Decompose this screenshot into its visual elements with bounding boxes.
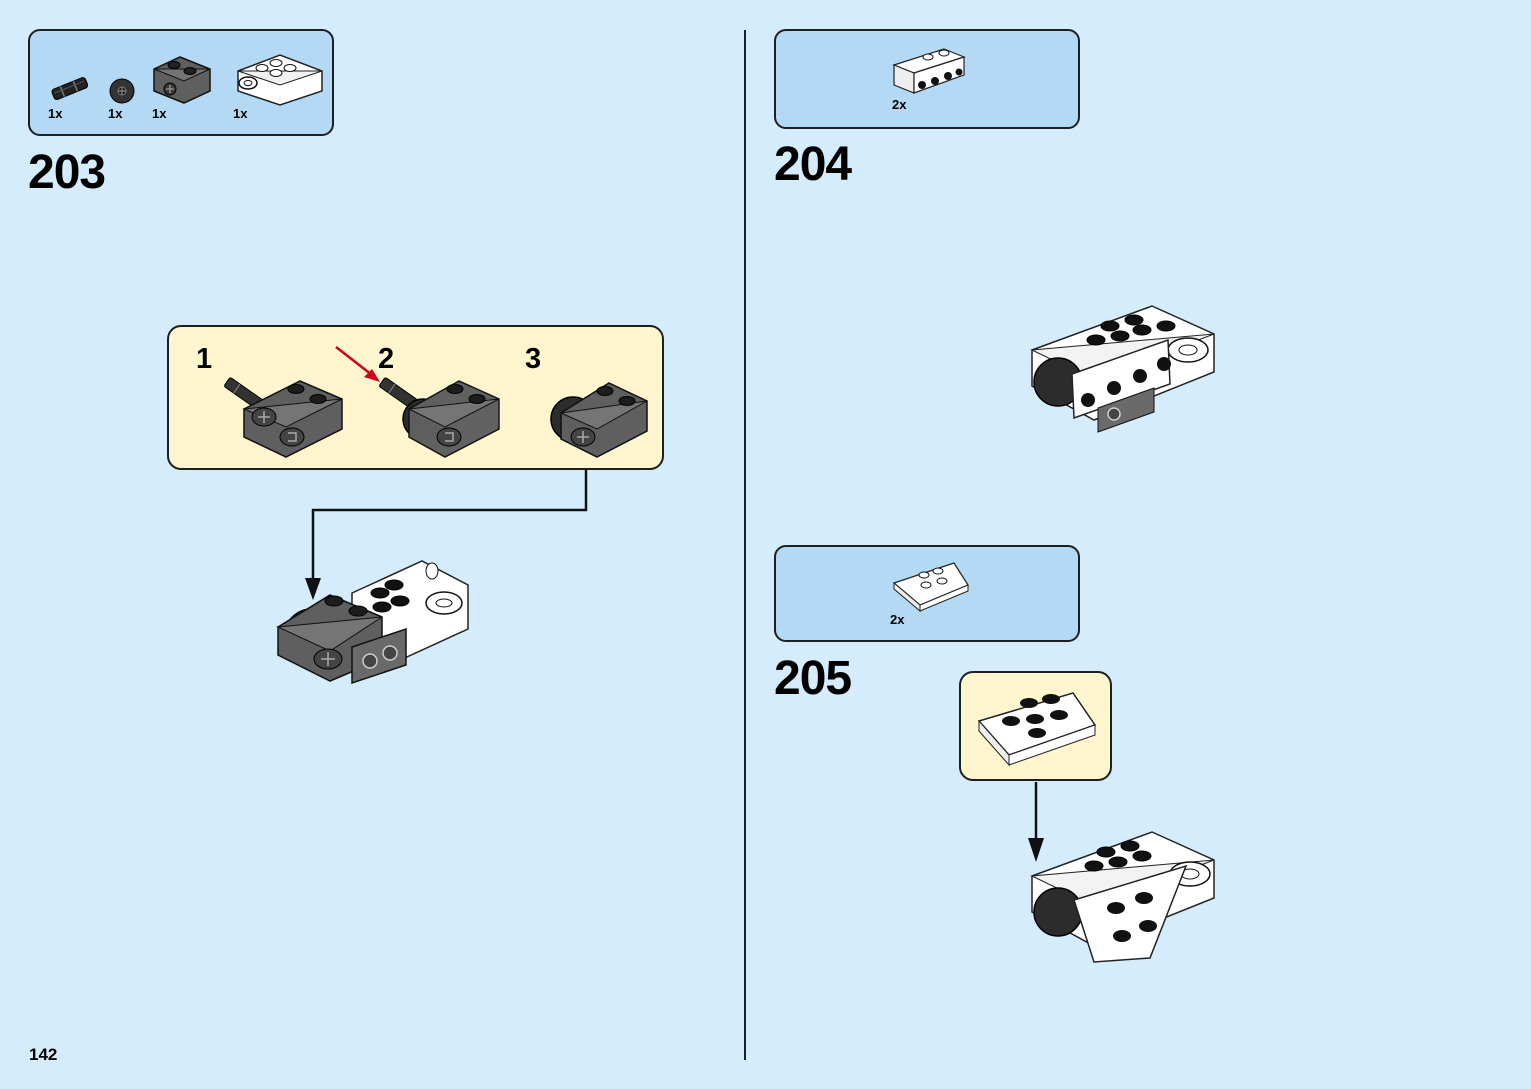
parts-callout-204: 2x bbox=[774, 29, 1080, 129]
sub-assembly-205 bbox=[959, 671, 1112, 781]
part-qty: 2x bbox=[890, 612, 905, 627]
part-qty: 1x bbox=[108, 106, 123, 121]
white-brick-with-clip-icon bbox=[237, 54, 323, 106]
technic-pin-icon bbox=[51, 77, 89, 100]
white-bracket-plate-icon bbox=[892, 48, 966, 94]
connector-arrow-203 bbox=[305, 470, 588, 600]
part-qty: 2x bbox=[892, 97, 907, 112]
part-qty: 1x bbox=[233, 106, 248, 121]
bracket-assembled-icon bbox=[550, 382, 648, 458]
step-number-204: 204 bbox=[774, 138, 852, 191]
substep-number: 1 bbox=[196, 343, 213, 375]
page-number: 142 bbox=[29, 1045, 58, 1064]
part-qty: 1x bbox=[152, 106, 167, 121]
substep-number: 3 bbox=[525, 343, 542, 375]
substep-number: 2 bbox=[378, 343, 395, 375]
assembly-model-205 bbox=[1030, 831, 1215, 963]
parts-callout-203: 1x 1x 1x 1x bbox=[28, 29, 334, 136]
dark-grey-bracket-icon bbox=[153, 56, 211, 104]
insert-arrow-icon bbox=[335, 346, 380, 382]
assembly-model-204 bbox=[1030, 305, 1215, 433]
wheel-hub-icon bbox=[109, 78, 135, 104]
assembly-model-203 bbox=[276, 560, 469, 685]
page-divider bbox=[744, 30, 746, 1060]
step-number-203: 203 bbox=[28, 146, 106, 199]
white-wedge-plate-large-icon bbox=[977, 692, 1097, 767]
part-qty: 1x bbox=[48, 106, 63, 121]
step-number-205: 205 bbox=[774, 652, 852, 705]
bracket-with-pin-icon bbox=[224, 377, 343, 458]
parts-callout-205: 2x bbox=[774, 545, 1080, 642]
connector-arrow-205 bbox=[1028, 782, 1044, 862]
white-wedge-plate-icon bbox=[892, 562, 969, 613]
sub-assembly-203: 1 2 3 bbox=[167, 325, 664, 470]
bracket-with-hub-icon bbox=[379, 377, 500, 458]
